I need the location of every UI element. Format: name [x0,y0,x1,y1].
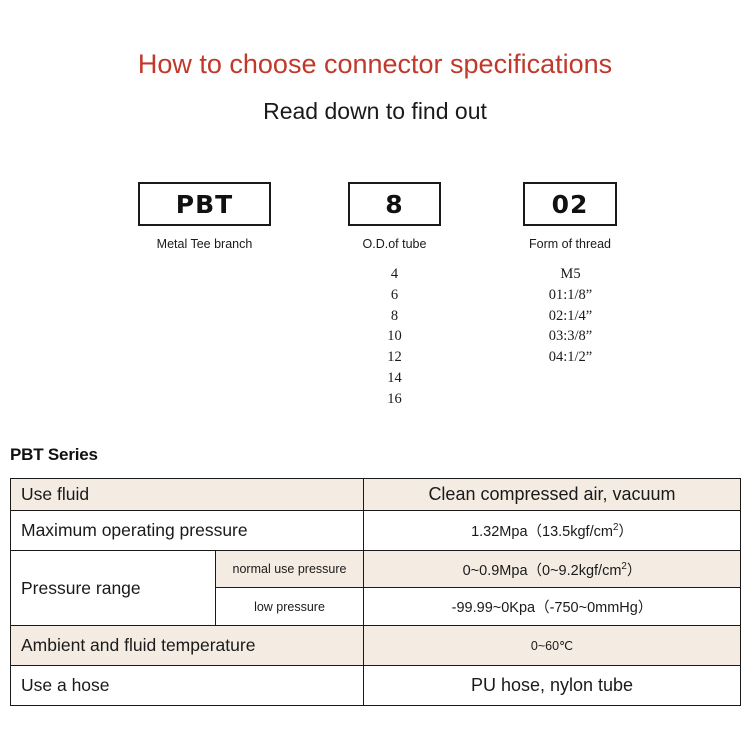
spec-value-low-pressure: -99.99~0Kpa（-750~0mmHg） [363,587,741,626]
spec-value-normal-use-pressure-text: 0~0.9Mpa（0~9.2kgf/cm [462,562,622,579]
page-title: How to choose connector specifications [137,49,613,79]
page-subtitle: Read down to find out [263,98,487,124]
code-value-series: PBT [175,189,234,219]
code-caption-tube-od: O.D.of tube [362,237,427,251]
specification-table: Use fluid Clean compressed air, vacuum M… [10,478,741,706]
code-box-thread-form: 02 [523,182,617,226]
spec-sublabel-low-pressure: low pressure [215,587,364,626]
option-item: 8 [390,307,399,324]
option-item: 04:1/2” [548,349,593,366]
option-item: 14 [387,369,402,386]
table-row: Use fluid Clean compressed air, vacuum [10,478,741,511]
spec-value-ambient-temperature: 0~60℃ [363,625,741,666]
spec-sublabel-normal-use-pressure: normal use pressure [215,550,364,588]
spec-value-max-pressure-text: 1.32Mpa（13.5kgf/cm [471,524,613,540]
series-label: PBT Series [10,445,98,464]
code-value-tube-od: 8 [385,189,404,219]
option-item: 01:1/8” [548,286,593,303]
superscript-two: 2 [612,522,619,534]
table-row: Use a hose PU hose, nylon tube [10,665,741,706]
spec-value-max-pressure: 1.32Mpa（13.5kgf/cm2） [363,510,741,551]
spec-label-max-pressure: Maximum operating pressure [10,510,364,551]
superscript-two: 2 [621,560,627,572]
option-item: 02:1/4” [548,307,593,324]
option-item: 10 [387,328,402,345]
spec-value-use-fluid: Clean compressed air, vacuum [363,478,741,511]
code-box-tube-od: 8 [348,182,441,226]
table-row: Maximum operating pressure 1.32Mpa（13.5k… [10,510,741,551]
option-item: M5 [560,266,581,282]
spec-value-normal-use-pressure: 0~0.9Mpa（0~9.2kgf/cm2） [363,550,741,588]
table-row: Ambient and fluid temperature 0~60℃ [10,625,741,666]
spec-value-use-a-hose: PU hose, nylon tube [363,665,741,706]
option-item: 6 [390,286,399,303]
option-item: 03:3/8” [548,328,593,345]
option-item: 16 [387,390,402,407]
spec-label-ambient-temperature: Ambient and fluid temperature [10,625,364,666]
option-list-thread-form: M5 01:1/8” 02:1/4” 03:3/8” 04:1/2” [513,264,628,368]
code-value-thread-form: 02 [551,189,589,219]
code-caption-series: Metal Tee branch [156,237,253,251]
code-box-series: PBT [138,182,271,226]
table-row: Pressure range normal use pressure 0~0.9… [10,550,741,626]
option-item: 12 [387,349,402,366]
spec-label-use-fluid: Use fluid [10,478,364,511]
option-list-tube-od: 4 6 8 10 12 14 16 [348,264,441,410]
option-item: 4 [390,266,399,282]
code-caption-thread-form: Form of thread [529,237,611,251]
spec-label-use-a-hose: Use a hose [10,665,364,706]
table-row: low pressure -99.99~0Kpa（-750~0mmHg） [11,587,741,626]
spec-label-pressure-range: Pressure range [10,550,216,626]
